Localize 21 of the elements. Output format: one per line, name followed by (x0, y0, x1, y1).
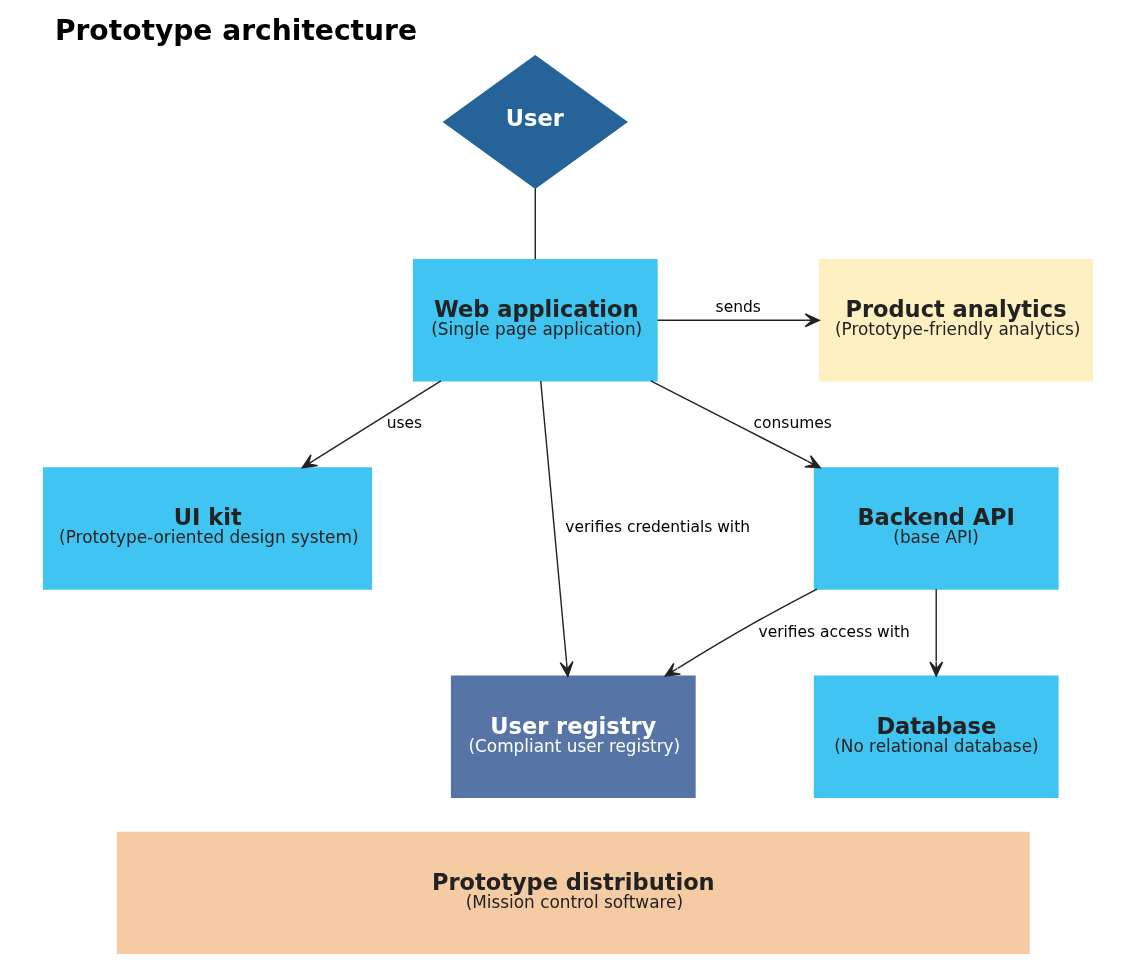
node-box: Database (No relational database) (813, 675, 1059, 798)
arrow (928, 588, 943, 677)
node-box: Web application (Single page application) (412, 259, 658, 382)
node-box: Product analytics (Prototype-friendly analytics) (818, 259, 1093, 382)
edge-label: verifies access with (758, 622, 910, 641)
node-box: User registry (Compliant user registry) (450, 675, 696, 798)
node-box: Prototype distribution (Mission control software) (116, 831, 1030, 955)
arrow (663, 588, 818, 677)
edge-label: verifies credentials with (564, 518, 750, 537)
node-box: UI kit (Prototype-oriented design system) (42, 467, 372, 590)
node-diamond: User (442, 54, 628, 189)
connector (534, 187, 536, 261)
arrow (649, 380, 821, 469)
arrow (656, 313, 820, 328)
arrow (301, 380, 442, 469)
arrow (539, 380, 574, 677)
diagram-title: Prototype architecture (54, 14, 417, 48)
node-box: Backend API (base API) (813, 467, 1059, 590)
edge-label: sends (715, 297, 761, 316)
edge-label: consumes (753, 414, 832, 433)
edge-label: uses (386, 414, 422, 433)
